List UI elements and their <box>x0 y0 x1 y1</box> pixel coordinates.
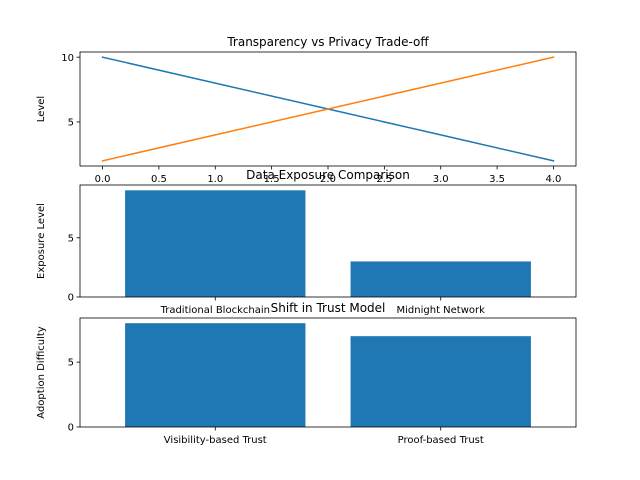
x-tick-label: 3.5 <box>489 174 505 185</box>
x-tick-label: 1.5 <box>264 174 280 185</box>
x-tick-label: Traditional Blockchain <box>160 305 270 316</box>
x-tick-label: 0.0 <box>95 174 111 185</box>
y-axis-label: Level <box>36 96 47 122</box>
y-tick-label: 5 <box>68 358 74 369</box>
axes-frame <box>79 317 577 428</box>
x-tick-label: 4.0 <box>546 174 562 185</box>
bar-2 <box>350 261 531 297</box>
bar-1 <box>125 190 306 297</box>
y-axis-label: Adoption Difficulty <box>36 326 47 418</box>
y-tick-label: 10 <box>61 53 74 64</box>
x-tick-label: 1.0 <box>207 174 223 185</box>
chart-title: Data Exposure Comparison <box>246 168 410 182</box>
x-tick-label: Midnight Network <box>397 305 486 316</box>
bar-1 <box>125 323 306 427</box>
chart-title: Transparency vs Privacy Trade-off <box>226 35 429 49</box>
x-tick-label: 2.5 <box>376 174 392 185</box>
chart-title: Shift in Trust Model <box>271 301 386 315</box>
axes-frame <box>79 184 577 298</box>
x-tick-label: 2.0 <box>320 174 336 185</box>
x-tick-label: 0.5 <box>151 174 167 185</box>
x-tick-label: Visibility-based Trust <box>164 435 267 446</box>
y-tick-label: 5 <box>68 118 74 129</box>
x-tick-label: Proof-based Trust <box>398 435 484 446</box>
y-tick-label: 0 <box>68 423 74 434</box>
line-series-2 <box>101 56 555 162</box>
bar-2 <box>350 336 531 427</box>
y-tick-label: 5 <box>68 233 74 244</box>
chart-panel-1: 5 10 0.0 0.5 1.0 1.5 2.0 2.5 3.0 3.5 4.0 Transparen… <box>36 35 577 185</box>
y-axis-label: Exposure Level <box>36 203 47 279</box>
y-tick-label: 0 <box>68 293 74 304</box>
x-tick-label: 3.0 <box>433 174 449 185</box>
